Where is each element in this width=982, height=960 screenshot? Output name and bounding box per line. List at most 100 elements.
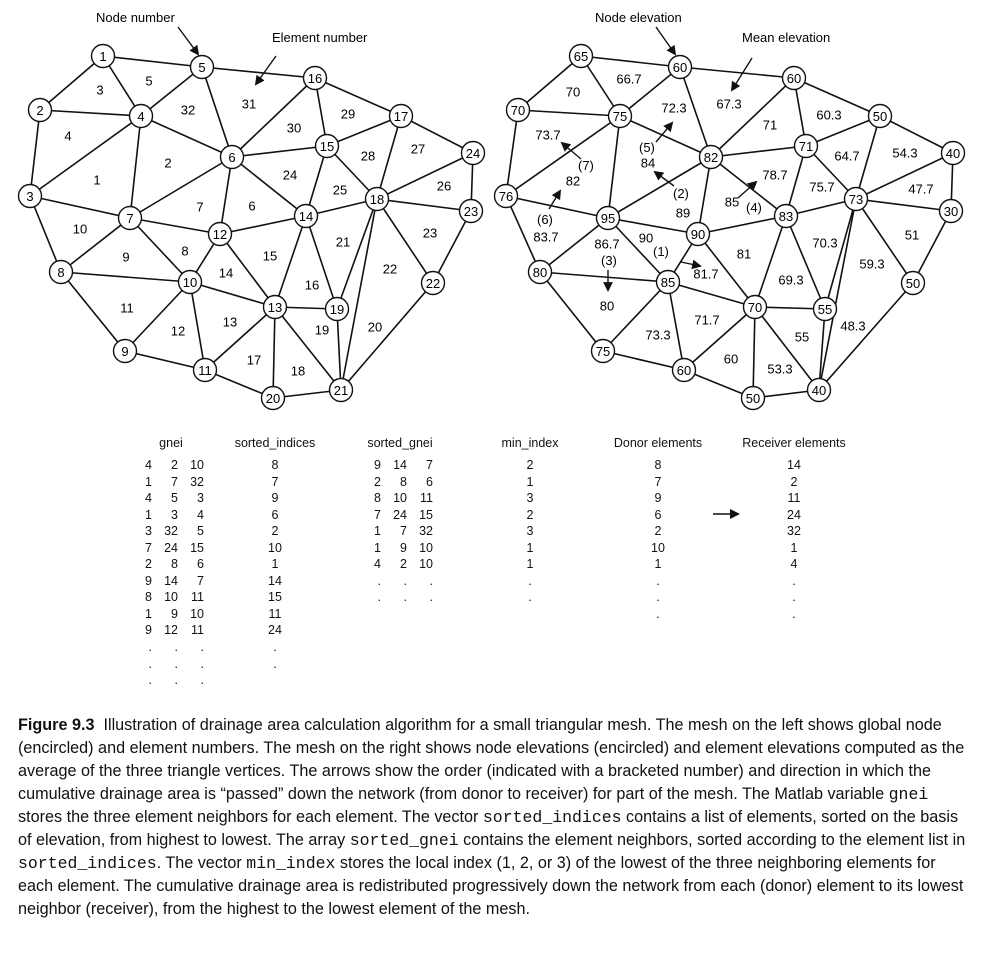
right-mesh-node-circle	[568, 43, 594, 69]
receiver-elements-row: 11	[787, 491, 801, 506]
left-mesh-node-circle	[388, 103, 414, 129]
sorted-indices-row: .	[273, 640, 277, 655]
gnei-cell: 1	[145, 474, 152, 489]
min-index-row: 3	[526, 491, 534, 506]
right-mesh-edge	[752, 306, 756, 399]
caption-code-sorted-indices: sorted_indices	[482, 808, 622, 827]
gnei-cell: 7	[197, 573, 204, 588]
caption-text-1: Illustration of drainage area calculatio…	[18, 716, 965, 803]
sorted-gnei-cell: 24	[393, 507, 407, 522]
caption-text-2: stores the three element neighbors for e…	[18, 808, 483, 826]
sorted-gnei-cell: 1	[374, 524, 381, 539]
min-index-row: 2	[526, 458, 534, 472]
right-mesh-node: 90	[685, 221, 711, 247]
min-index-row: .	[528, 590, 532, 605]
sorted-indices-row: 11	[268, 606, 282, 621]
flow-order-arrows: (1) (2) (3) (4) (5) (6) (7)	[537, 121, 762, 292]
left-mesh-node-circle	[192, 357, 218, 383]
left-mesh-edge	[376, 198, 434, 284]
gnei-cell: .	[200, 656, 204, 671]
right-mesh-node: 83	[773, 203, 799, 229]
gnei-cell: 10	[190, 458, 204, 472]
sorted-indices-row: 7	[271, 474, 279, 489]
sorted-gnei-cell: .	[377, 573, 381, 588]
left-mesh-edge	[219, 233, 276, 308]
left-mesh-element-label: 17	[247, 353, 261, 368]
sorted-gnei-cell: 32	[419, 524, 433, 539]
right-mesh-element-label: 80	[600, 299, 614, 314]
flow-arrow-6	[548, 189, 562, 210]
donor-elements-row: 1	[654, 557, 662, 572]
sorted-gnei-cell: 11	[420, 491, 433, 506]
left-mesh-node-label: 10	[183, 275, 197, 290]
figure-label: Figure 9.3	[18, 716, 95, 734]
right-mesh-node-label: 85	[661, 275, 675, 290]
right-mesh-node-circle	[671, 357, 697, 383]
sorted-gnei-cell: 1	[374, 540, 381, 555]
gnei-row: ...	[128, 656, 214, 673]
left-mesh-edge	[274, 215, 307, 308]
sorted-gnei-cell: 2	[374, 474, 381, 489]
order-label-7: (7)	[578, 158, 594, 173]
left-mesh-node-label: 14	[299, 209, 313, 224]
right-mesh-edge	[679, 66, 712, 158]
sorted-indices-row: 2	[271, 524, 279, 539]
right-mesh-node: 60	[667, 54, 693, 80]
gnei-cell: 2	[145, 557, 152, 572]
right-mesh-node-label: 30	[944, 204, 958, 219]
caption-text-4: contains the element neighbors, sorted a…	[458, 831, 966, 849]
left-mesh-node-circle	[324, 296, 350, 322]
right-mesh-element-label: 70.3	[812, 236, 837, 251]
receiver-elements-row: 32	[787, 524, 801, 539]
right-mesh-edge	[805, 115, 881, 147]
right-mesh-node-circle	[505, 97, 531, 123]
receiver-elements-header: Receiver elements	[742, 436, 846, 450]
right-mesh-element-label: 73.3	[645, 328, 670, 343]
left-mesh-edge	[39, 55, 104, 111]
left-mesh-element-label: 3	[96, 83, 103, 98]
right-mesh-node: 70	[505, 97, 531, 123]
right-mesh-node-circle	[812, 296, 838, 322]
left-mesh-node-circle	[302, 65, 328, 91]
gnei-cell: 8	[145, 590, 152, 605]
left-mesh-element-label: 13	[223, 315, 237, 330]
right-mesh-element-label: 86.7	[594, 237, 619, 252]
node-elevation-annotation: Node elevation	[595, 10, 682, 25]
right-mesh-edge	[607, 156, 712, 219]
left-mesh-element-label: 28	[361, 149, 375, 164]
mean-elevation-annotation: Mean elevation	[742, 30, 830, 45]
left-mesh-node-circle	[117, 205, 143, 231]
right-mesh-node: 76	[493, 183, 519, 209]
left-mesh-node-label: 13	[268, 300, 282, 315]
right-mesh-edge	[697, 156, 712, 235]
flow-arrow-7	[560, 141, 582, 160]
sorted-gnei-cell: 8	[374, 491, 381, 506]
left-mesh-edge	[314, 77, 402, 117]
right-mesh-node-label: 82	[704, 150, 718, 165]
right-mesh-edge	[710, 145, 807, 158]
left-mesh-edge	[274, 306, 342, 391]
right-mesh-node-circle	[940, 140, 966, 166]
right-mesh-node-label: 50	[906, 276, 920, 291]
right-mesh-node: 82	[698, 144, 724, 170]
sorted-gnei-cell: 10	[419, 557, 433, 572]
left-mesh-node-circle	[458, 198, 484, 224]
left-mesh-node-label: 18	[370, 192, 384, 207]
right-mesh-node-circle	[843, 186, 869, 212]
left-mesh-element-label: 30	[287, 121, 301, 136]
left-mesh-node: 22	[420, 270, 446, 296]
left-mesh-edge	[201, 66, 316, 79]
right-mesh-node-circle	[595, 205, 621, 231]
right-mesh-edge	[580, 55, 681, 68]
figure-caption: Figure 9.3 Illustration of drainage area…	[18, 714, 973, 921]
left-mesh-node-circle	[90, 43, 116, 69]
left-mesh-node-circle	[17, 183, 43, 209]
left-mesh-element-label: 15	[263, 249, 277, 264]
sorted-gnei-cell: 9	[400, 540, 407, 555]
